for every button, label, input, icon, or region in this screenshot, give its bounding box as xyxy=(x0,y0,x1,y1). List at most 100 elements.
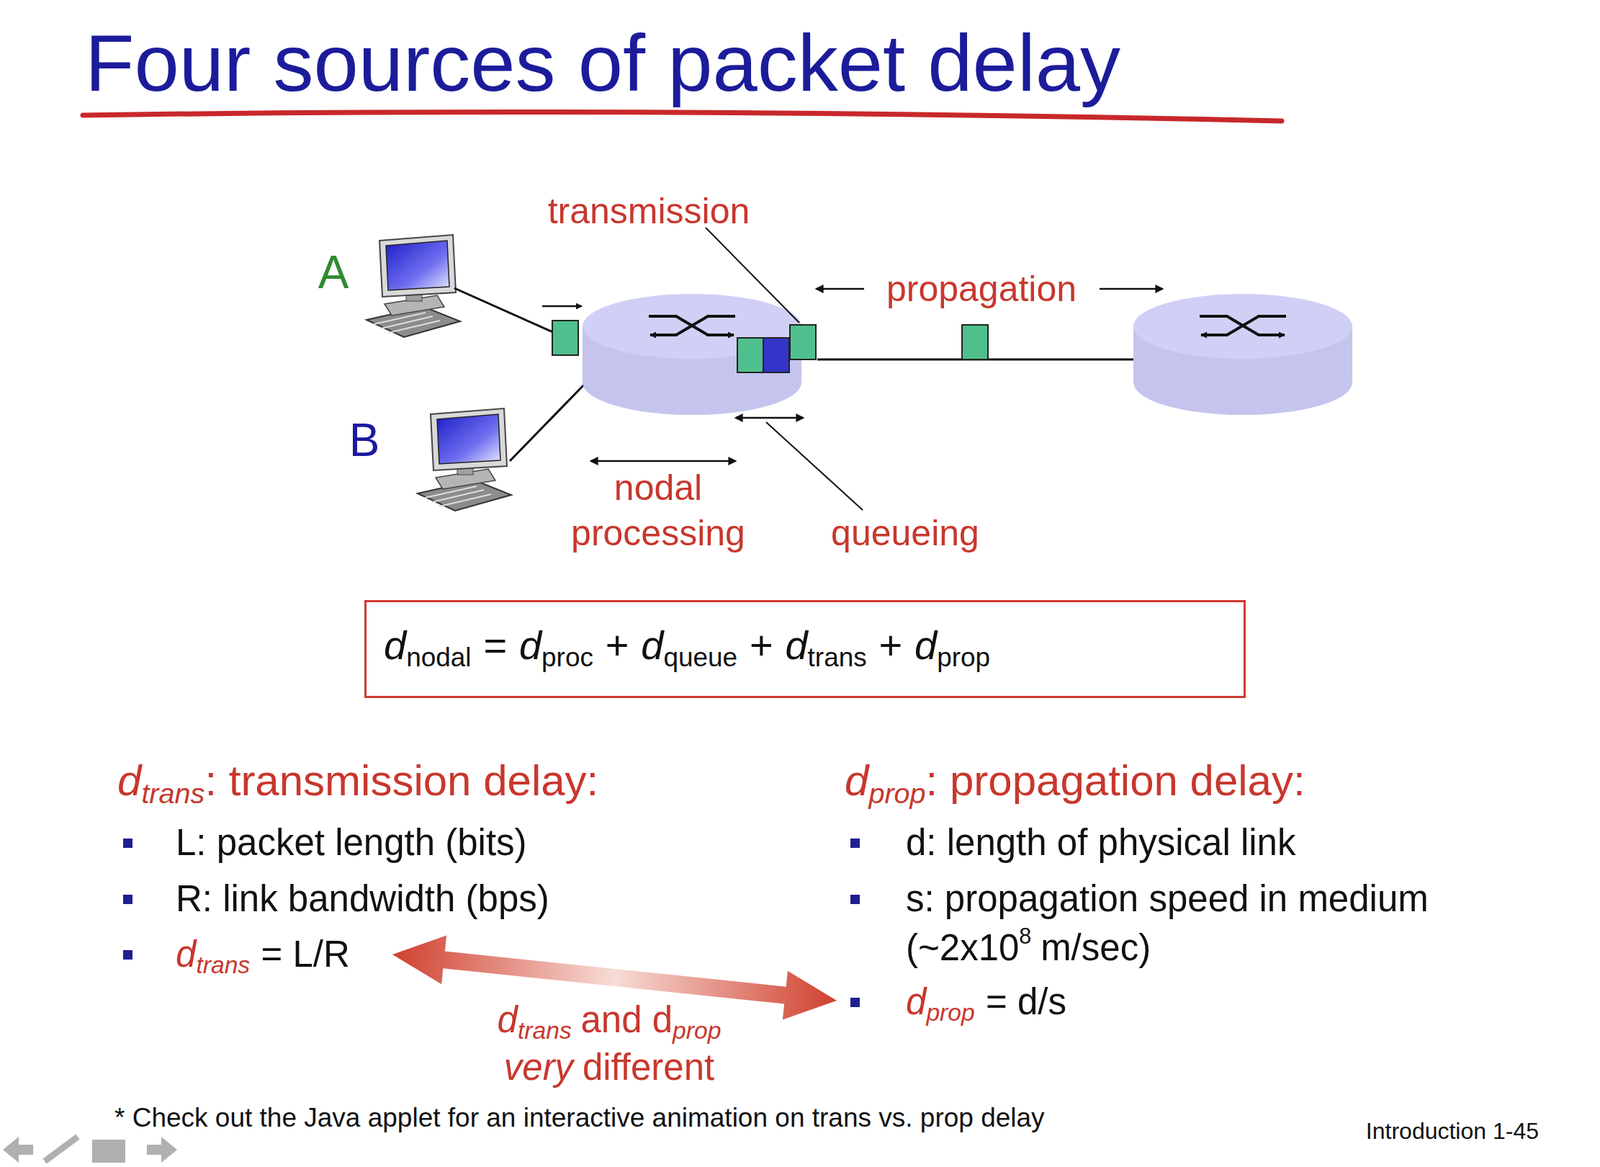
arrow-label: prop xyxy=(672,1016,721,1044)
arrow-label: trans xyxy=(517,1016,572,1044)
bullet xyxy=(850,894,860,904)
bullet xyxy=(123,894,133,904)
nav-icon xyxy=(2,1136,34,1163)
arrow-label: and d xyxy=(580,998,673,1040)
host-label-row: B xyxy=(349,411,381,469)
host-label-row: A xyxy=(318,243,350,301)
delay-label-row: nodal processing xyxy=(542,465,774,556)
bullet-text-row: dprop = d/s xyxy=(905,978,1067,1028)
span-arrow xyxy=(1099,288,1163,291)
router-symbol xyxy=(1201,316,1287,335)
formula-term: d xyxy=(519,622,542,668)
bullet-text: s: propagation speed in medium xyxy=(905,877,1429,919)
delay-label: queueing xyxy=(830,512,980,554)
delay-label-row: propagation xyxy=(886,266,1077,312)
formula-term: d xyxy=(640,622,664,668)
arrow-label-row: dtrans and dprop xyxy=(497,996,722,1046)
bullet xyxy=(123,949,133,960)
router xyxy=(1133,293,1353,415)
screen xyxy=(385,240,450,291)
slide-number-row: Introduction 1-45 xyxy=(1365,1116,1539,1145)
formula-box: dnodal=dproc+dqueue+dtrans+dprop xyxy=(364,599,1246,698)
queued-packet xyxy=(763,337,790,373)
formula-term: d xyxy=(383,622,407,668)
formula-term: proc xyxy=(541,642,594,672)
direction-arrow xyxy=(542,305,582,308)
formula-term: d xyxy=(914,622,937,668)
monitor xyxy=(430,408,507,471)
span-arrow xyxy=(735,416,803,420)
leader-line xyxy=(705,227,800,323)
span-arrow xyxy=(816,288,865,291)
bullet-text: L: packet length (bits) xyxy=(175,821,528,863)
host-label: B xyxy=(349,414,381,466)
section-heading-row: dtrans: transmission delay: xyxy=(117,753,599,812)
packet xyxy=(552,320,579,355)
section-heading-row: dprop: propagation delay: xyxy=(844,753,1306,812)
footnote: * Check out the Java applet for an inter… xyxy=(114,1102,1045,1132)
formula-term: + xyxy=(879,622,903,668)
section-heading: : transmission delay: xyxy=(204,756,599,805)
formula-term: d xyxy=(784,622,808,668)
delay-label-row: queueing xyxy=(830,510,980,556)
bullet-text: d xyxy=(175,933,196,975)
nav-icon xyxy=(92,1139,126,1163)
arrow-label: d xyxy=(497,998,518,1040)
bullet-text: = L/R xyxy=(261,933,350,975)
delay-label: transmission xyxy=(547,190,751,232)
bullet-text: prop xyxy=(926,998,975,1026)
bullet-text: trans xyxy=(195,951,250,978)
span-arrow xyxy=(591,460,736,463)
delay-label: nodal processing xyxy=(571,467,746,554)
bullet-text: (~2x10 xyxy=(905,926,1019,968)
formula-term: nodal xyxy=(406,642,471,672)
bullet xyxy=(850,838,860,848)
nav-icon xyxy=(44,1136,78,1161)
router-symbol xyxy=(650,316,736,335)
router xyxy=(582,293,802,415)
formula-term: = xyxy=(483,622,507,668)
access-link xyxy=(454,288,555,333)
bullet xyxy=(850,997,860,1007)
router-top xyxy=(1133,293,1353,359)
bullet-text: m/sec) xyxy=(1040,926,1151,968)
formula-term: + xyxy=(749,622,774,668)
slide-title: Four sources of packet delay xyxy=(84,12,1121,114)
bullet-text-row: dtrans = L/R xyxy=(175,931,350,981)
section-heading: prop xyxy=(868,776,926,809)
bullet-text-row: (~2x108m/sec) xyxy=(905,921,1151,971)
bullet-text: R: link bandwidth (bps) xyxy=(175,877,550,919)
footnote-row: * Check out the Java applet for an inter… xyxy=(114,1100,1045,1135)
computer-icon xyxy=(366,234,461,337)
nav-icon xyxy=(146,1136,178,1163)
formula-term: + xyxy=(605,622,630,668)
keyboard-keys xyxy=(373,312,440,333)
arrow-label: different xyxy=(582,1046,715,1088)
section-heading: : propagation delay: xyxy=(926,756,1306,805)
bullet-text-row: d: length of physical link xyxy=(905,819,1296,866)
delay-label-row: transmission xyxy=(547,188,751,235)
monitor xyxy=(379,234,456,297)
arrow-label-row: verydifferent xyxy=(504,1044,715,1091)
screen xyxy=(437,414,501,464)
propagating-packet xyxy=(962,324,988,360)
computer-icon xyxy=(417,408,512,511)
bullet-text-row: L: packet length (bits) xyxy=(175,819,528,866)
delay-label: propagation xyxy=(886,268,1077,309)
queued-packet xyxy=(737,337,764,373)
leader-line xyxy=(766,421,863,510)
arrow-label: very xyxy=(504,1046,574,1088)
section-heading: d xyxy=(117,756,142,805)
bullet-text: = d/s xyxy=(985,980,1067,1022)
section-heading: trans xyxy=(141,776,205,809)
host-label: A xyxy=(318,246,350,299)
bullet-text: d xyxy=(905,980,927,1022)
transmitting-packet xyxy=(789,324,816,360)
formula-term: trans xyxy=(807,642,867,672)
bullet-text: d: length of physical link xyxy=(905,821,1296,863)
access-link xyxy=(509,381,587,461)
keyboard-keys xyxy=(424,486,492,507)
formula-term: prop xyxy=(936,642,991,672)
